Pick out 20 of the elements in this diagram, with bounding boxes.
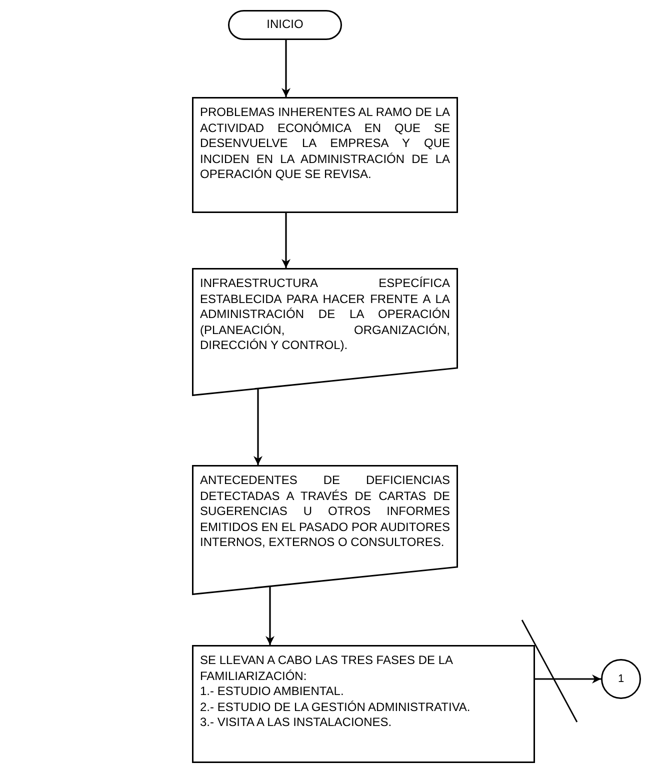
node-text: INFRAESTRUCTURA ESPECÍFICA ESTABLECIDA PARA HACER FRENTE A LA ADMINISTRACIÓN DE LA OPERACIÓN (PLANEACIÓN, ORGANIZACIÓN, DIRECCIÓN Y CONTROL). xyxy=(200,276,450,354)
connector-circle xyxy=(601,659,641,699)
process-box xyxy=(192,645,535,763)
document-shape xyxy=(192,465,458,595)
node-text: SE LLEVAN A CABO LAS TRES FASES DE LA FAMILIARIZACIÓN: xyxy=(200,653,454,684)
node-text: INICIO xyxy=(266,17,304,33)
arrow xyxy=(535,674,601,684)
node-text: 1 xyxy=(618,672,624,686)
node-text: 2.- ESTUDIO DE LA GESTIÓN ADMINISTRATIVA. xyxy=(200,700,472,716)
node-text: 3.- VISITA A LAS INSTALACIONES. xyxy=(200,715,393,731)
node-text: ANTECEDENTES DE DEFICIENCIAS DETECTADAS A TRAVÉS DE CARTAS DE SUGERENCIAS U OTROS INFORMES EMITIDOS EN EL PASADO POR AUDITORES INTERNOS, EXTERNOS O CONSULTORES. xyxy=(200,473,450,551)
node-text: 1.- ESTUDIO AMBIENTAL. xyxy=(200,684,345,700)
arrow xyxy=(266,586,274,645)
node-text: PROBLEMAS INHERENTES AL RAMO DE LA ACTIVIDAD ECONÓMICA EN QUE SE DESENVUELVE LA EMPRESA Y QUE INCIDEN EN LA ADMINISTRACIÓN DE LA OPERACIÓN QUE SE REVISA. xyxy=(200,105,450,183)
arrow xyxy=(282,40,290,97)
arrow xyxy=(282,213,290,268)
process-box xyxy=(192,97,458,213)
arrow xyxy=(254,389,262,465)
document-shape xyxy=(192,268,458,396)
start-terminal xyxy=(228,10,342,40)
